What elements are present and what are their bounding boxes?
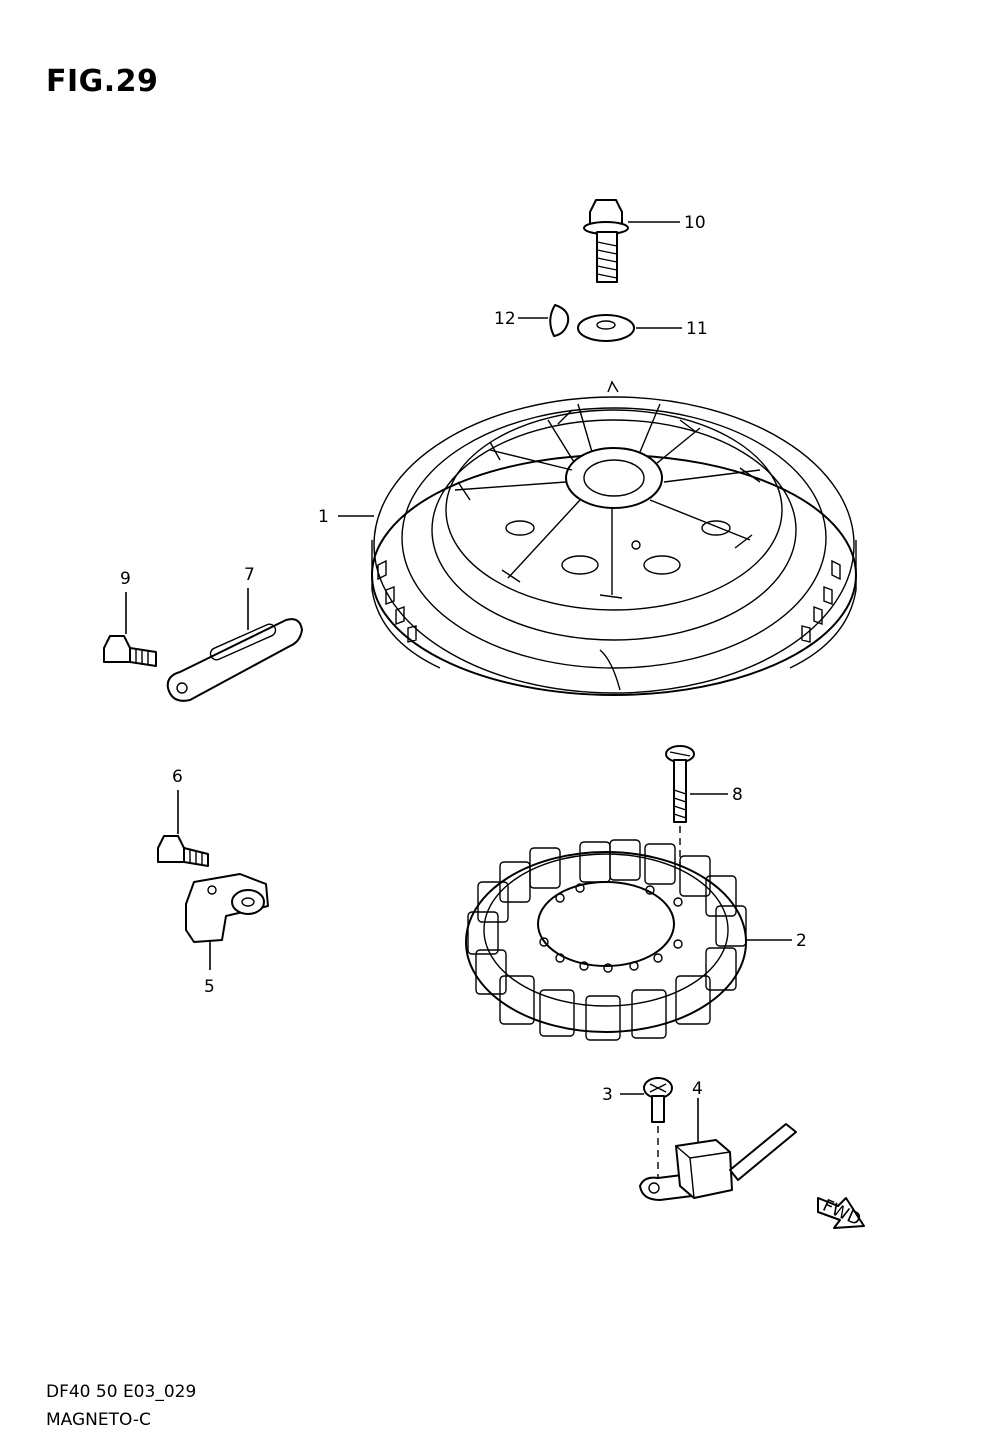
callout-8: 8 [732, 785, 743, 805]
flywheel-part [371, 380, 857, 696]
callout-7: 7 [244, 565, 255, 585]
washer-part [577, 314, 635, 342]
pulser-coil-part [639, 1123, 797, 1201]
fwd-arrow-icon [817, 1197, 865, 1229]
callout-6: 6 [172, 767, 183, 787]
callout-11: 11 [686, 319, 708, 339]
callout-12: 12 [494, 309, 516, 329]
callout-2: 2 [796, 931, 807, 951]
screw-3-part [643, 1077, 673, 1182]
bracket-strap-part [166, 618, 303, 702]
bolt-9-part [103, 635, 157, 667]
stator-part [465, 839, 747, 1041]
bolt-6-part [157, 835, 209, 867]
figure-title: FIG.29 [46, 64, 159, 99]
callout-9: 9 [120, 569, 131, 589]
section-name: MAGNETO-C [46, 1410, 151, 1430]
callout-5: 5 [204, 977, 215, 997]
flywheel-bolt-part [583, 199, 629, 283]
model-code: DF40 50 E03_029 [46, 1382, 197, 1402]
sensor-part [185, 873, 269, 943]
callout-10: 10 [684, 213, 706, 233]
screw-8-part [665, 745, 695, 900]
callout-4: 4 [692, 1079, 703, 1099]
callout-1: 1 [318, 507, 329, 527]
key-part [549, 304, 570, 337]
callout-3: 3 [602, 1085, 613, 1105]
